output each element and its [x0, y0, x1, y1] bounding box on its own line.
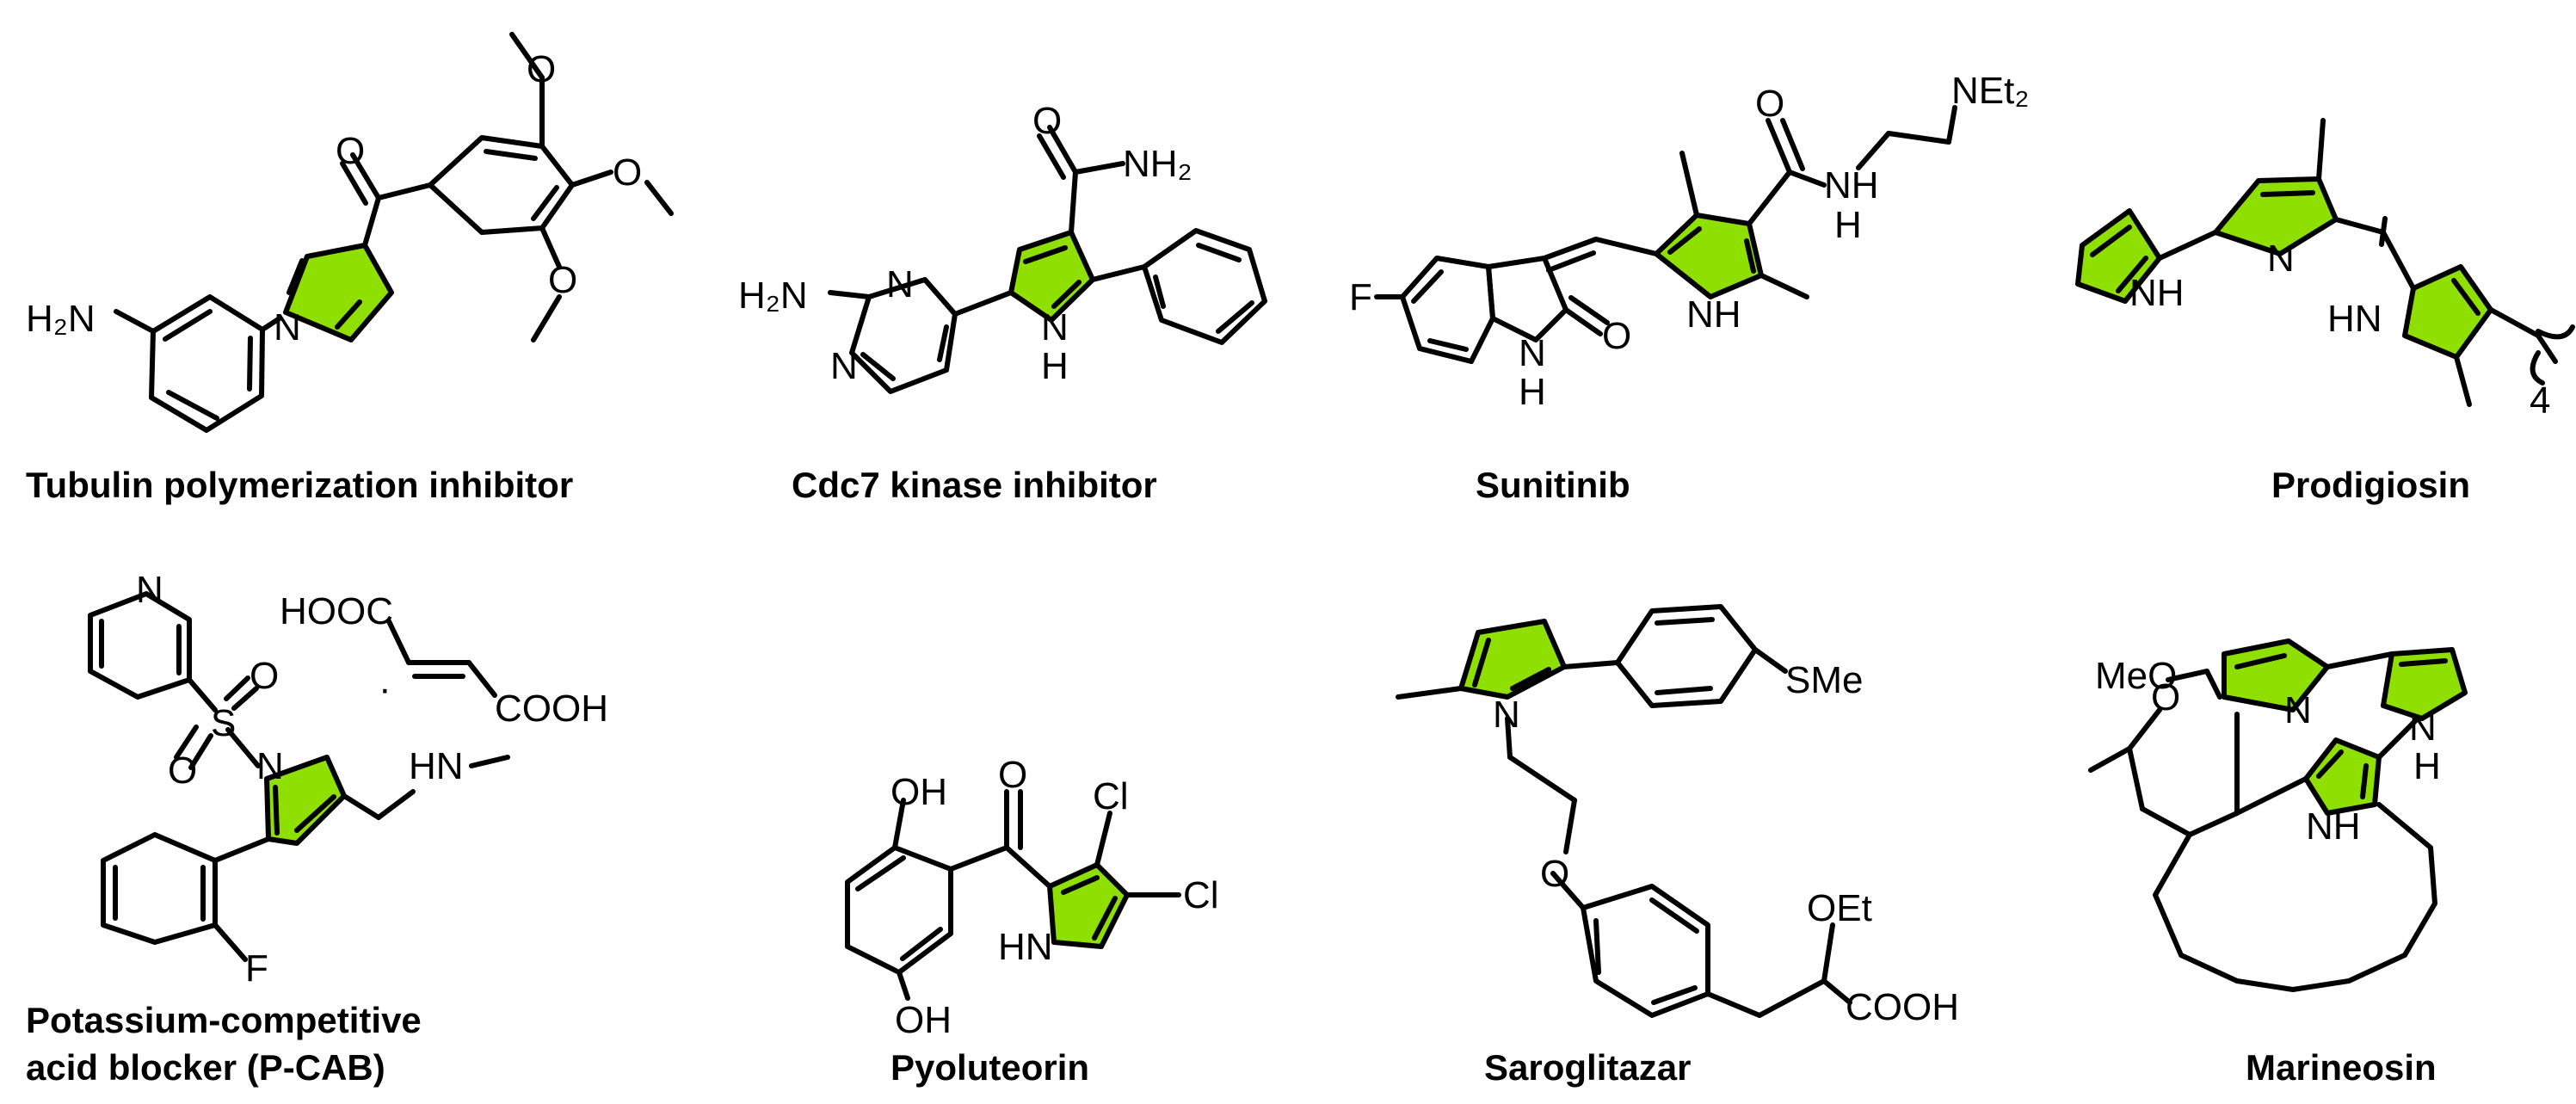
pyrrole-ring	[2381, 647, 2468, 721]
h-label: H	[1519, 371, 1546, 413]
o-label: O	[998, 754, 1027, 796]
oet-label: OEt	[1807, 887, 1872, 929]
n-label: N	[136, 569, 163, 611]
cl-label: Cl	[1183, 874, 1219, 916]
n-label: N	[2409, 706, 2437, 749]
hooc-label: HOOC	[280, 590, 393, 632]
n-label: N	[886, 263, 914, 305]
net2-label: NEt₂	[1951, 70, 2029, 112]
amide-label: NH₂	[1123, 143, 1192, 185]
compound-prodigiosin: NH N HN 4 Prodigiosin	[2075, 118, 2575, 505]
hn-label: HN	[409, 745, 464, 787]
n-label: N	[1041, 306, 1069, 348]
compound-caption-line-2: acid blocker (P-CAB)	[26, 1047, 385, 1088]
f-label: F	[1349, 276, 1372, 318]
n-label: N	[1493, 694, 1520, 736]
compound-caption: Prodigiosin	[2271, 465, 2470, 505]
compound-caption: Saroglitazar	[1484, 1047, 1691, 1088]
cl-label: Cl	[1093, 775, 1129, 817]
pyrrole-ring	[1047, 862, 1130, 949]
o-label: O	[613, 151, 642, 194]
o-label: O	[2151, 676, 2180, 719]
pyrrole-ring	[2213, 176, 2339, 256]
cooh-label: COOH	[495, 688, 608, 730]
amine-label: H₂N	[738, 274, 808, 317]
compound-sunitinib: F O NH H NEt₂ NH O N H Sunitinib	[1349, 70, 2029, 505]
benzene-ring	[845, 845, 953, 975]
amine-label: H₂N	[26, 298, 96, 340]
benzene-ring	[1142, 228, 1267, 345]
compound-saroglitazar: N SMe O OEt COOH Saroglitazar	[1396, 604, 1959, 1088]
h-label: H	[1834, 204, 1862, 246]
amide-nh-label: NH	[1824, 164, 1879, 207]
o-label: O	[250, 655, 279, 697]
o-label: O	[168, 749, 197, 792]
pyrrole-ring	[2402, 264, 2493, 360]
o-label: O	[1540, 853, 1569, 895]
o-label: O	[1755, 83, 1784, 125]
pyridine-ring	[88, 591, 192, 700]
nh-label: NH	[2306, 805, 2361, 848]
compound-caption: Cdc7 kinase inhibitor	[792, 465, 1157, 505]
hn-label: HN	[998, 926, 1053, 968]
pyrrole-ring	[2222, 638, 2330, 712]
h-label: H	[2413, 745, 2441, 787]
compound-cdc7-inhibitor: O NH₂ H₂N N N N H Cdc7 kinase inhibitor	[738, 100, 1267, 505]
f-label: F	[245, 947, 268, 990]
n-label: N	[1519, 332, 1546, 374]
compound-caption: Sunitinib	[1476, 465, 1630, 505]
h-label: H	[1041, 345, 1069, 387]
salt-dot: ·	[379, 668, 391, 710]
compound-caption: Tubulin polymerization inhibitor	[26, 465, 573, 505]
compound-marineosin: MeO O N N H NH Marineosin	[2088, 638, 2468, 1088]
benzene-ring	[1581, 884, 1710, 1018]
o-label: O	[527, 48, 556, 90]
oh-label: OH	[891, 771, 947, 813]
benzene-ring	[149, 294, 265, 433]
oh-label: OH	[895, 999, 952, 1041]
nh-label: NH	[1686, 293, 1741, 336]
macrocycle	[2153, 802, 2437, 992]
o-label: O	[1602, 315, 1631, 357]
n-label: N	[274, 306, 301, 348]
o-label: O	[336, 130, 365, 172]
o-label: O	[548, 259, 577, 301]
pyrrole-ring	[2075, 208, 2162, 304]
compound-pcab: N S O O N HN F HOOC COOH · Potassium-com…	[26, 569, 608, 1088]
benzene-ring	[101, 832, 218, 945]
cooh-label: COOH	[1846, 986, 1959, 1028]
nh-label: NH	[2129, 272, 2185, 314]
compound-tubulin-inhibitor: H₂N N O O O O Tubulin polymerization inh…	[26, 32, 674, 505]
o-label: O	[1032, 100, 1062, 142]
compound-caption-line-1: Potassium-competitive	[26, 1000, 422, 1040]
pyrrole-ring	[1654, 213, 1764, 299]
compound-pyoluteorin: OH OH O Cl Cl HN Pyoluteorin	[845, 754, 1219, 1088]
subscript-label: 4	[2530, 379, 2550, 422]
pyrrole-ring	[1008, 230, 1095, 323]
s-label: S	[211, 702, 236, 744]
n-label: N	[2284, 689, 2312, 731]
n-label: N	[830, 345, 858, 387]
pyrrole-ring	[264, 755, 347, 846]
sme-label: SMe	[1785, 659, 1863, 701]
benzene-ring	[1400, 256, 1495, 364]
lactam-ring	[1486, 256, 1568, 342]
compound-caption: Pyoluteorin	[891, 1047, 1089, 1088]
n-label: N	[2267, 237, 2295, 280]
pyrrole-ring	[283, 243, 394, 342]
meo-label: MeO	[2095, 655, 2177, 697]
pyrimidine-ring	[849, 277, 958, 394]
n-label: N	[256, 745, 284, 787]
hn-label: HN	[2327, 298, 2382, 340]
compound-caption: Marineosin	[2246, 1047, 2437, 1088]
